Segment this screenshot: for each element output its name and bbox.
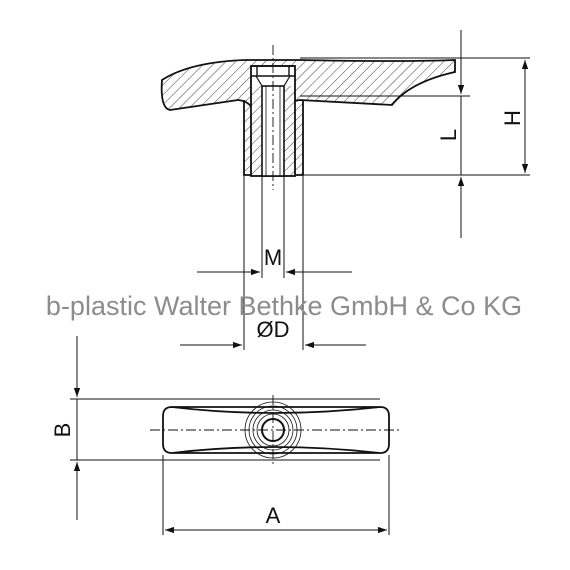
dimension-a-label: A — [266, 503, 281, 528]
top-view — [150, 395, 400, 465]
dimension-l-label: L — [436, 129, 461, 141]
dimension-a — [162, 455, 390, 535]
dimension-b-label: B — [50, 423, 75, 438]
dimension-b — [70, 336, 380, 520]
dimension-l — [300, 30, 470, 238]
side-view-section — [160, 45, 456, 190]
dimension-h-label: H — [500, 110, 525, 126]
dimension-m-label: M — [264, 245, 282, 270]
handle-section — [160, 59, 456, 112]
dimension-h — [300, 57, 530, 176]
watermark-text: b-plastic Walter Bethke GmbH & Co KG — [46, 291, 522, 321]
dimension-d-label: ØD — [257, 317, 290, 342]
top-view-outline — [162, 406, 390, 454]
dimension-m — [197, 176, 352, 278]
dimension-d — [180, 176, 366, 350]
